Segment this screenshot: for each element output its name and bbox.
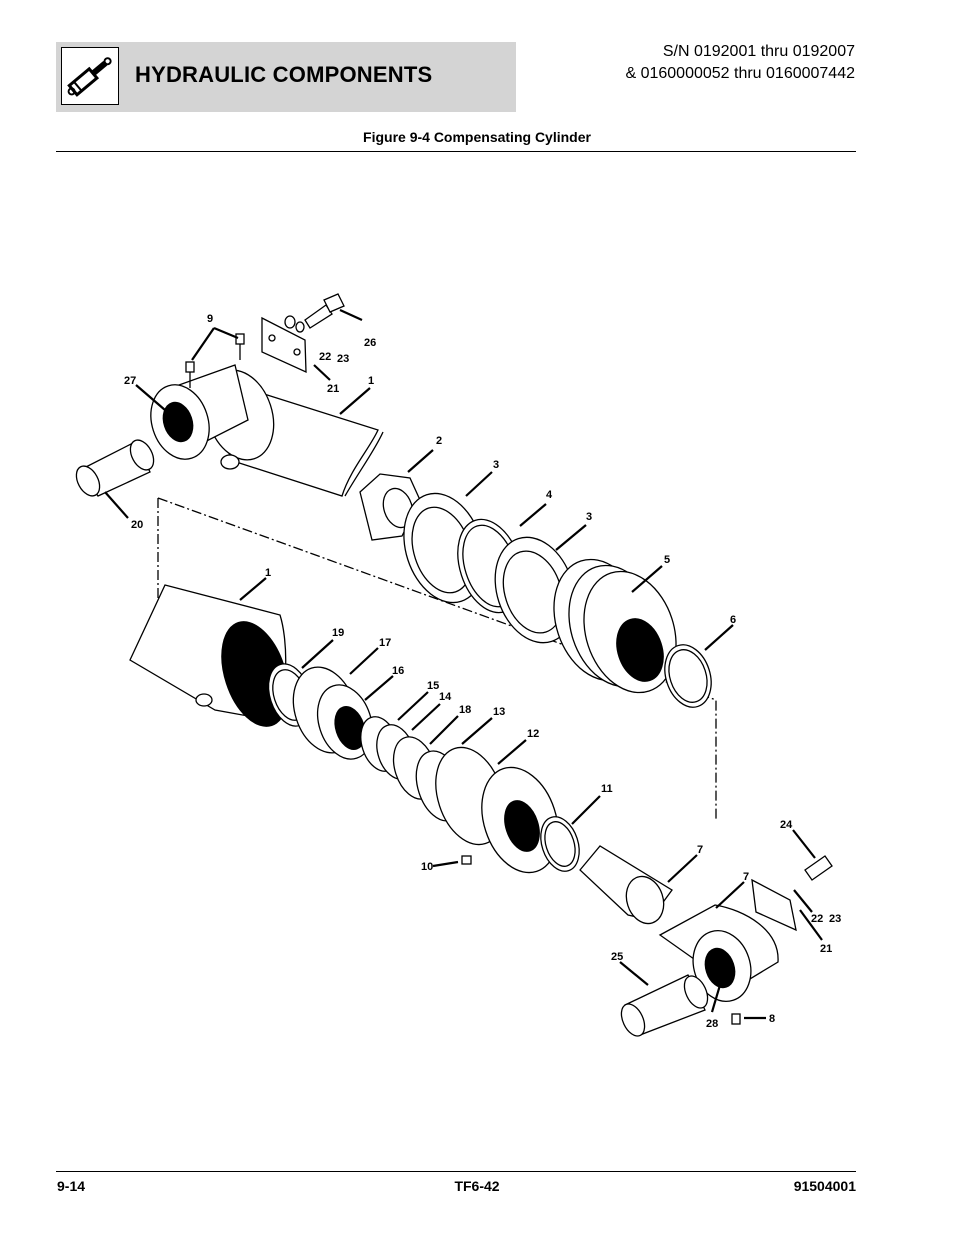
callout-16: 16 bbox=[392, 665, 404, 677]
serial-range-line-1: S/N 0192001 thru 0192007 bbox=[662, 43, 855, 60]
callout-21-lower: 21 bbox=[820, 943, 832, 955]
callout-21: 21 bbox=[327, 383, 339, 395]
callout-13: 13 bbox=[493, 706, 505, 718]
callout-4: 4 bbox=[546, 489, 553, 501]
callout-23: 23 bbox=[337, 353, 349, 365]
callout-6: 6 bbox=[730, 614, 736, 626]
header-banner bbox=[56, 42, 516, 112]
callout-26: 26 bbox=[364, 337, 376, 349]
callout-28: 28 bbox=[706, 1018, 718, 1030]
figure-title: Figure 9-4 Compensating Cylinder bbox=[363, 129, 591, 145]
callout-17: 17 bbox=[379, 637, 391, 649]
callout-1-upper: 1 bbox=[368, 375, 374, 387]
manual-number: 91504001 bbox=[793, 1178, 856, 1194]
callout-11: 11 bbox=[601, 783, 613, 795]
callout-10: 10 bbox=[421, 861, 433, 873]
callout-15: 15 bbox=[427, 680, 439, 692]
callout-8: 8 bbox=[769, 1013, 775, 1025]
callout-1-lower: 1 bbox=[265, 567, 271, 579]
callout-23-lower: 23 bbox=[829, 913, 841, 925]
callout-24: 24 bbox=[780, 819, 793, 831]
page-number: 9-14 bbox=[57, 1178, 86, 1194]
callout-3-b: 3 bbox=[586, 511, 592, 523]
hydraulic-cylinder-icon bbox=[61, 47, 119, 105]
footer-divider bbox=[56, 1171, 856, 1172]
model-number: TF6-42 bbox=[454, 1178, 500, 1194]
callout-7-end: 7 bbox=[743, 871, 749, 883]
callout-9: 9 bbox=[207, 313, 213, 325]
callout-3-a: 3 bbox=[493, 459, 499, 471]
header-divider bbox=[56, 151, 856, 152]
callout-14: 14 bbox=[439, 691, 452, 703]
callout-22-lower: 22 bbox=[811, 913, 823, 925]
callout-2: 2 bbox=[436, 435, 442, 447]
callout-22: 22 bbox=[319, 351, 331, 363]
section-title: HYDRAULIC COMPONENTS bbox=[135, 62, 433, 87]
serial-range-line-2: & 0160000052 thru 0160007442 bbox=[625, 65, 855, 82]
callout-12: 12 bbox=[527, 728, 539, 740]
callout-25: 25 bbox=[611, 951, 623, 963]
callout-7-rod: 7 bbox=[697, 844, 703, 856]
callout-27: 27 bbox=[124, 375, 136, 387]
callout-19: 19 bbox=[332, 627, 344, 639]
callout-18: 18 bbox=[459, 704, 471, 716]
callout-5: 5 bbox=[664, 554, 670, 566]
callout-20: 20 bbox=[131, 519, 143, 531]
